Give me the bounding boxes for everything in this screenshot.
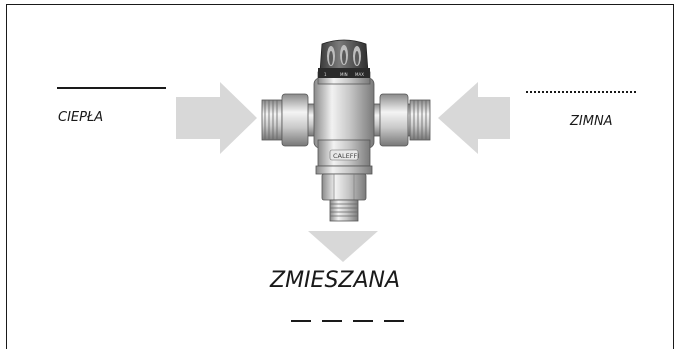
scale-mark-max: MAX	[355, 72, 364, 77]
brand-plate	[329, 149, 359, 161]
outlet-nut	[315, 165, 373, 201]
cold-water-label: ZIMNA	[570, 114, 613, 129]
temperature-knob: 1 MIN MAX	[318, 39, 370, 78]
right-inlet-thread	[379, 93, 431, 147]
scale-mark-1: 1	[324, 72, 327, 77]
mixed-outlet-arrow	[308, 231, 378, 262]
thermostatic-valve: 1 MIN MAX CALEFFI	[261, 39, 431, 222]
hot-inlet-arrow	[176, 82, 257, 154]
brand-text: CALEFFI	[333, 152, 359, 160]
left-inlet-thread	[261, 93, 309, 147]
scale-mark-min: MIN	[340, 72, 348, 77]
outlet-thread	[329, 199, 359, 222]
diagram-frame	[6, 4, 674, 349]
cold-inlet-arrow	[438, 82, 510, 154]
mixed-water-label: ZMIESZANA	[270, 268, 401, 293]
hot-water-label: CIEPŁA	[58, 110, 104, 125]
